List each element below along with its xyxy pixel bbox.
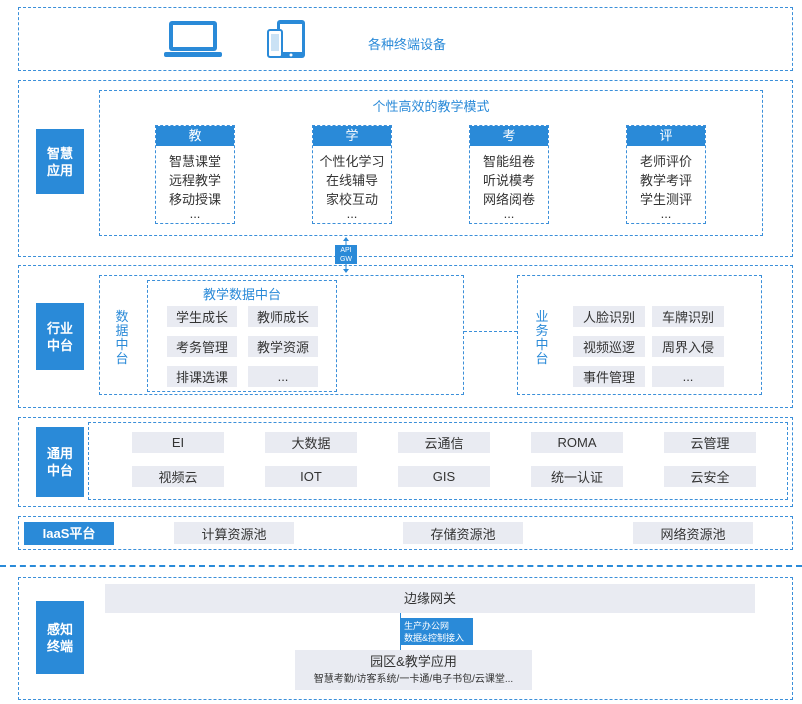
business-center-item: 视频巡逻 [573,336,645,357]
api-gw-badge: API GW [335,245,357,264]
data-center-label: 数 据 中 台 [115,309,129,366]
category-items: 老师评价 教学考评 学生测评 ... [639,154,692,221]
laptop-icon [164,21,222,57]
category-teach: 教 智慧课堂 远程教学 移动授课 ... [155,125,235,224]
data-center-item: 学生成长 [167,306,237,327]
business-center-item: 车牌识别 [652,306,724,327]
general-label: 通用 中台 [36,427,84,497]
category-head: 学 [313,126,391,146]
teaching-data-center-title: 教学数据中台 [202,287,281,302]
business-center-item: 人脸识别 [573,306,645,327]
general-item: 云通信 [398,432,490,453]
smart-app-label: 智慧 应用 [36,129,84,194]
category-head: 考 [470,126,548,146]
sensing-label: 感知 终端 [36,601,84,674]
business-center-item: ... [652,366,724,387]
category-learn: 学 个性化学习 在线辅导 家校互动 ... [312,125,392,224]
tablet-phone-icon [267,20,305,58]
center-link-line [464,331,517,332]
business-center-item: 周界入侵 [652,336,724,357]
category-items: 智慧课堂 远程教学 移动授课 ... [168,154,221,221]
iaas-item: 网络资源池 [633,522,753,544]
data-center-item: ... [248,366,318,387]
industry-panel [18,265,793,408]
teaching-data-center-box [147,280,337,392]
general-item: 统一认证 [531,466,623,487]
general-item: 云管理 [664,432,756,453]
business-center-box [517,275,762,395]
category-head: 教 [156,126,234,146]
campus-apps-title: 园区&教学应用 [370,654,457,669]
business-center-item: 事件管理 [573,366,645,387]
general-panel [18,417,793,507]
devices-label: 各种终端设备 [368,37,447,52]
iaas-panel [18,516,793,550]
general-item: GIS [398,466,490,487]
category-evaluate: 评 老师评价 教学考评 学生测评 ... [626,125,706,224]
data-center-item: 排课选课 [167,366,237,387]
general-item: ROMA [531,432,623,453]
iaas-label: IaaS平台 [24,522,114,545]
category-exam: 考 智能组卷 听说模考 网络阅卷 ... [469,125,549,224]
data-center-item: 教师成长 [248,306,318,327]
gateway-link-line [400,613,401,650]
iaas-item: 存储资源池 [403,522,523,544]
general-item: 视频云 [132,466,224,487]
layer-divider [0,565,802,567]
industry-label: 行业 中台 [36,303,84,370]
category-items: 智能组卷 听说模考 网络阅卷 ... [482,154,535,221]
data-center-box [99,275,464,395]
category-items: 个性化学习 在线辅导 家校互动 ... [319,154,385,221]
network-access-badge: 生产办公网 数据&控制接入 [401,618,473,645]
teaching-mode-box [99,90,763,236]
general-item: 云安全 [664,466,756,487]
category-head: 评 [627,126,705,146]
iaas-item: 计算资源池 [174,522,294,544]
general-item: IOT [265,466,357,487]
general-services-box [88,422,788,500]
sensing-panel [18,577,793,700]
business-center-label: 业 务 中 台 [535,309,549,366]
smart-app-panel [18,80,793,257]
general-item: 大数据 [265,432,357,453]
general-item: EI [132,432,224,453]
teaching-mode-title: 个性高效的教学模式 [372,99,490,114]
campus-apps-list: 智慧考勤/访客系统/一卡通/电子书包/云课堂... [313,674,514,685]
edge-gateway: 边缘网关 [105,584,755,613]
campus-apps-box: 园区&教学应用 智慧考勤/访客系统/一卡通/电子书包/云课堂... [295,650,532,690]
data-center-item: 考务管理 [167,336,237,357]
devices-panel [18,7,793,71]
data-center-item: 教学资源 [248,336,318,357]
